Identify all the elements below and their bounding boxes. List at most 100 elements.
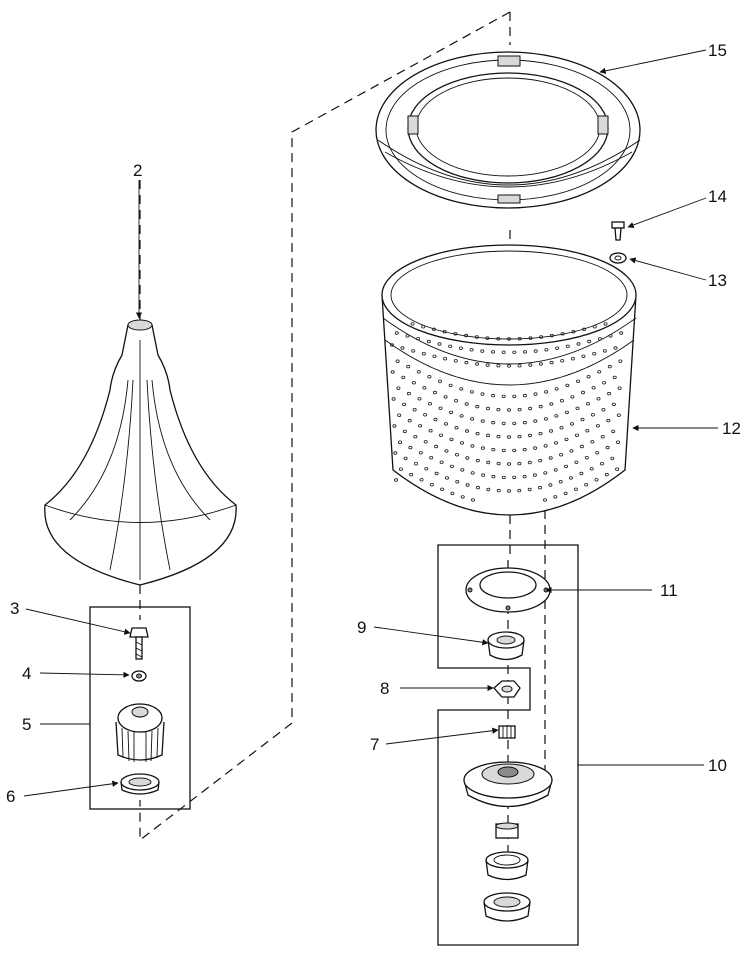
basket-hole: [565, 383, 570, 388]
basket-hole: [465, 456, 470, 460]
basket-hole: [419, 478, 424, 482]
basket-hole: [480, 419, 485, 423]
basket-hole: [443, 357, 448, 361]
basket-hole: [597, 370, 602, 374]
basket-hole: [555, 346, 560, 350]
basket-hole: [613, 346, 618, 350]
basket-hole: [553, 468, 558, 472]
basket-hole: [528, 363, 533, 367]
basket-hole: [544, 348, 549, 352]
basket-hole: [449, 464, 454, 469]
basket-hole: [400, 346, 405, 350]
basket-hole: [429, 483, 434, 487]
basket-hole: [406, 364, 411, 369]
tub-ring-part-15: [375, 51, 641, 209]
basket-hole: [480, 392, 485, 396]
basket-hole: [464, 360, 469, 365]
basket-hole: [485, 336, 490, 340]
basket-hole: [496, 364, 501, 368]
basket-hole: [617, 386, 622, 390]
basket-hole: [418, 451, 423, 455]
basket-hole: [549, 429, 554, 433]
basket-hole: [434, 444, 439, 449]
basket-hole: [538, 362, 543, 366]
basket-hole: [532, 473, 537, 477]
basket-hole: [560, 332, 565, 336]
callout-6: 6: [6, 787, 15, 806]
basket-hole: [506, 408, 511, 412]
basket-hole: [559, 426, 564, 430]
basket-hole: [533, 446, 538, 450]
basket-hole: [449, 437, 454, 442]
basket-hole: [601, 408, 606, 412]
callout-12: 12: [722, 419, 741, 438]
basket-hole: [444, 449, 449, 453]
basket-hole: [438, 433, 443, 437]
basket-hole: [496, 434, 501, 439]
basket-hole: [558, 480, 563, 484]
basket-hole: [543, 417, 548, 421]
basket-hole: [448, 383, 453, 388]
basket-hole: [429, 456, 434, 460]
callout-8: 8: [380, 679, 389, 698]
basket-hole: [402, 429, 407, 434]
basket-hole: [538, 431, 543, 436]
agitator-part-2: [44, 319, 237, 586]
basket-hole: [538, 485, 543, 490]
cap-part-5: [115, 703, 165, 762]
bolt-part-3: [129, 627, 149, 660]
basket-hole: [437, 342, 442, 346]
basket-hole: [475, 431, 480, 436]
callout-labels: 2 3 4 5 6 7 8 9 10 11 12 13 14 15: [6, 41, 741, 806]
basket-hole: [449, 410, 454, 415]
basket-hole: [397, 440, 402, 444]
washer-part-13: [609, 252, 627, 264]
small-spacer: [495, 822, 519, 839]
basket-hole: [455, 480, 460, 484]
basket-hole: [579, 471, 584, 476]
basket-hole: [442, 330, 447, 334]
basket-hole: [573, 487, 578, 491]
basket-hole: [485, 433, 490, 438]
basket-hole: [548, 483, 553, 487]
basket-hole: [564, 464, 569, 469]
basket-hole: [448, 344, 453, 348]
basket-hole: [580, 417, 585, 422]
basket-hole: [587, 339, 592, 344]
basket-hole: [412, 408, 417, 412]
callout-15: 15: [708, 41, 727, 60]
basket-hole: [527, 460, 532, 465]
basket-hole: [496, 488, 501, 493]
hub-assembly-bracket-part-10: [437, 544, 579, 946]
basket-hole: [512, 448, 517, 453]
basket-hole: [579, 444, 584, 449]
basket-hole: [506, 489, 511, 493]
basket-hole: [590, 413, 595, 417]
basket-hole: [553, 495, 558, 499]
basket-hole: [432, 390, 437, 395]
basket-hole: [543, 471, 548, 475]
basket-hole: [491, 393, 496, 398]
basket-hole: [470, 498, 475, 502]
basket-hole: [506, 462, 511, 466]
basket-hole: [586, 402, 591, 406]
flange-part-11: [465, 567, 551, 613]
basket-hole: [616, 413, 621, 417]
basket-hole: [407, 418, 412, 423]
basket-hole: [569, 449, 574, 453]
basket-hole: [439, 460, 444, 464]
basket-hole: [408, 445, 413, 450]
basket-hole: [607, 364, 612, 369]
basket-hole: [615, 467, 620, 471]
basket-hole: [522, 447, 527, 452]
basket-hole: [428, 429, 433, 433]
basket-hole: [423, 440, 428, 444]
basket-hole: [563, 491, 568, 496]
basket-hole: [413, 462, 418, 466]
basket-hole: [475, 458, 480, 463]
basket-hole: [618, 359, 623, 363]
basket-hole: [581, 390, 586, 395]
lower-seal-ring: [485, 851, 529, 881]
basket-hole: [396, 386, 401, 390]
basket-hole: [582, 327, 587, 331]
